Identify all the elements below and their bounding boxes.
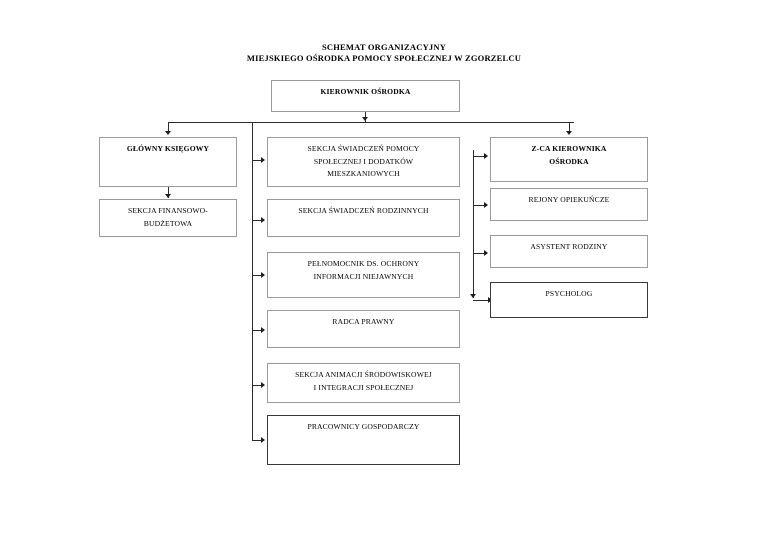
arrowhead-pracownicy-gospodarczy-icon (261, 437, 265, 443)
node-zca-kierownika-label-line-2: OŚRODKA (549, 156, 589, 166)
page-title-line-2: MIEJSKIEGO OŚRODKA POMOCY SPOŁECZNEJ W Z… (246, 53, 522, 63)
arrowhead-asystent-rodziny-icon (484, 250, 488, 256)
node-pracownicy-gospodarczy-label: PRACOWNICY GOSPODARCZY (307, 422, 420, 431)
arrowhead-left-column-icon (165, 131, 171, 135)
node-radca-prawny-label: RADCA PRAWNY (332, 317, 395, 326)
node-sekcja-swiadczen-pomocy-label-line-3: MIESZKANIOWYCH (327, 169, 400, 178)
node-pelnomocnik-label-line-2: INFORMACJI NIEJAWNYCH (313, 271, 414, 281)
connector-middle-branch-2 (252, 220, 263, 221)
node-kierownik-osrodka-label: KIEROWNIK OŚRODKA (320, 87, 411, 96)
connector-middle-branch-4 (252, 330, 263, 331)
node-sekcja-finansowo-budzetowa-label-line-2: BUDŻETOWA (143, 218, 193, 228)
connector-middle-branch-5 (252, 385, 263, 386)
connector-middle-branch-1 (252, 160, 263, 161)
node-pelnomocnik-ochrony-informacji[interactable]: PEŁNOMOCNIK DS. OCHRONY INFORMACJI NIEJA… (267, 252, 460, 298)
page-title-line-1: SCHEMAT ORGANIZACYJNY (321, 42, 447, 52)
node-glowny-ksiegowy[interactable]: GŁÓWNY KSIĘGOWY (99, 137, 237, 187)
node-sekcja-swiadczen-pomocy-label-line-1: SEKCJA ŚWIADCZEŃ POMOCY (307, 144, 420, 153)
arrowhead-sekcja-animacji-icon (261, 382, 265, 388)
node-sekcja-swiadczen-pomocy-label-line-2: SPOŁECZNEJ I DODATKÓW (313, 156, 414, 166)
connector-right-branch-2 (473, 253, 487, 254)
connector-middle-branch-6 (252, 440, 263, 442)
connector-bus-to-right (569, 122, 570, 132)
connector-middle-trunk (252, 122, 254, 441)
node-psycholog-label: PSYCHOLOG (545, 289, 593, 298)
node-pracownicy-gospodarczy[interactable]: PRACOWNICY GOSPODARCZY (267, 415, 460, 465)
node-glowny-ksiegowy-label: GŁÓWNY KSIĘGOWY (126, 144, 210, 153)
node-pelnomocnik-label-line-1: PEŁNOMOCNIK DS. OCHRONY (307, 259, 420, 268)
connector-ksiegowy-to-sekcja (168, 187, 169, 198)
connector-main-bus (168, 122, 574, 123)
node-psycholog[interactable]: PSYCHOLOG (490, 282, 648, 318)
arrowhead-pelnomocnik-icon (261, 272, 265, 278)
arrowhead-center-icon (362, 117, 368, 121)
node-asystent-rodziny-label: ASYSTENT RODZINY (530, 242, 608, 251)
arrowhead-right-trunk-end-icon (470, 294, 476, 298)
connector-middle-branch-3 (252, 275, 263, 276)
node-sekcja-swiadczen-pomocy[interactable]: SEKCJA ŚWIADCZEŃ POMOCY SPOŁECZNEJ I DOD… (267, 137, 460, 187)
connector-right-branch-head (473, 156, 487, 157)
node-sekcja-finansowo-budzetowa[interactable]: SEKCJA FINANSOWO- BUDŻETOWA (99, 199, 237, 237)
arrowhead-rejony-opiekuncze-icon (484, 202, 488, 208)
arrowhead-sekcja-swiadczen-pomocy-icon (261, 157, 265, 163)
node-rejony-opiekuncze-label: REJONY OPIEKUŃCZE (528, 195, 610, 204)
connector-bus-to-left (168, 122, 169, 132)
node-sekcja-finansowo-budzetowa-label-line-1: SEKCJA FINANSOWO- (128, 206, 208, 215)
node-rejony-opiekuncze[interactable]: REJONY OPIEKUŃCZE (490, 188, 648, 221)
node-asystent-rodziny[interactable]: ASYSTENT RODZINY (490, 235, 648, 268)
node-zca-kierownika-osrodka[interactable]: Z-CA KIEROWNIKA OŚRODKA (490, 137, 648, 182)
node-zca-kierownika-label-line-1: Z-CA KIEROWNIKA (531, 144, 607, 153)
arrowhead-sekcja-swiadczen-rodzinnych-icon (261, 217, 265, 223)
node-kierownik-osrodka[interactable]: KIEROWNIK OŚRODKA (271, 80, 460, 112)
node-sekcja-swiadczen-rodzinnych[interactable]: SEKCJA ŚWIADCZEŃ RODZINNYCH (267, 199, 460, 237)
arrowhead-zca-kierownika-icon (484, 153, 488, 159)
arrowhead-sekcja-finansowo-icon (165, 194, 171, 198)
node-radca-prawny[interactable]: RADCA PRAWNY (267, 310, 460, 348)
arrowhead-right-column-icon (566, 131, 572, 135)
arrowhead-radca-prawny-icon (261, 327, 265, 333)
node-sekcja-animacji-srodowiskowej[interactable]: SEKCJA ANIMACJI ŚRODOWISKOWEJ I INTEGRAC… (267, 363, 460, 403)
node-sekcja-animacji-label-line-1: SEKCJA ANIMACJI ŚRODOWISKOWEJ (295, 370, 432, 379)
connector-right-branch-3 (473, 300, 492, 302)
node-sekcja-swiadczen-rodzinnych-label: SEKCJA ŚWIADCZEŃ RODZINNYCH (298, 206, 429, 215)
connector-right-branch-1 (473, 205, 487, 206)
connector-right-trunk (473, 150, 475, 298)
node-sekcja-animacji-label-line-2: I INTEGRACJI SPOŁECZNEJ (313, 382, 414, 392)
